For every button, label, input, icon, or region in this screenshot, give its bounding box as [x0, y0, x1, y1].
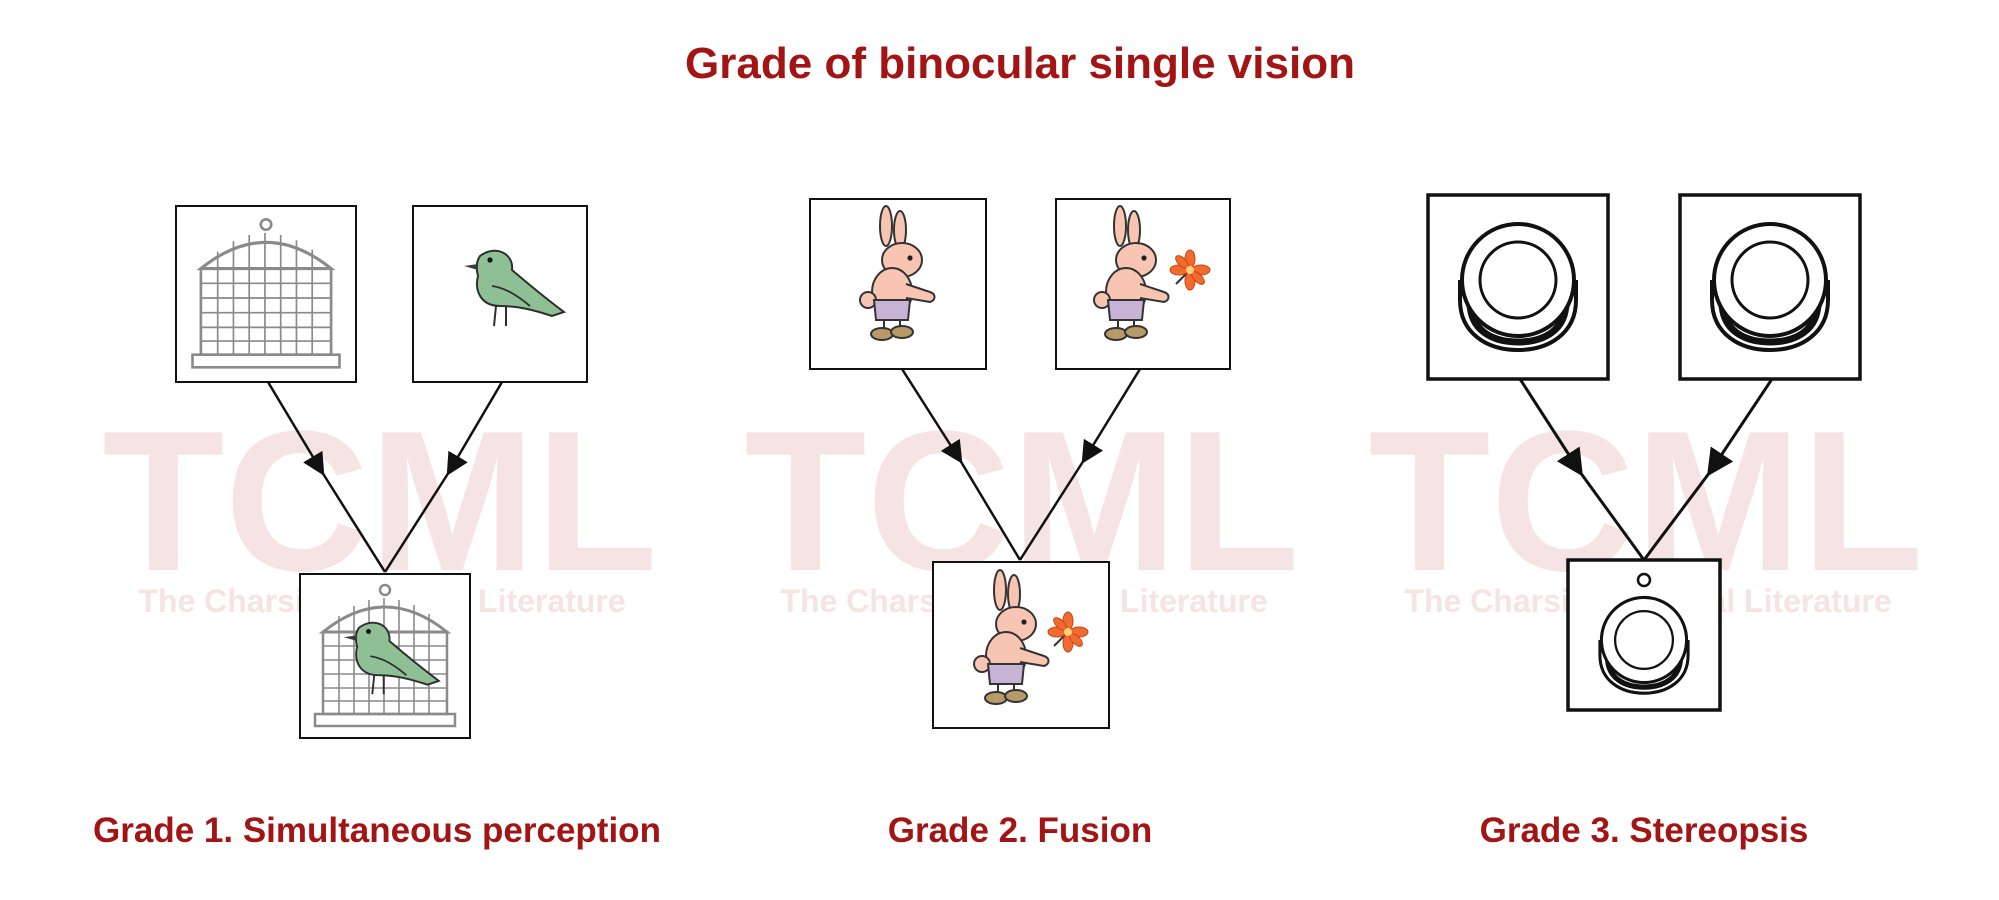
- bucket-ring-icon: [1460, 224, 1576, 350]
- panel-grade-1: Grade 1. Simultaneous perception: [93, 205, 661, 850]
- arrow-right-to-result: [1081, 368, 1142, 464]
- grade-label: Grade 2. Fusion: [888, 811, 1153, 850]
- arrow-right-to-result: [1707, 378, 1774, 477]
- grade-label: Grade 1. Simultaneous perception: [93, 811, 661, 850]
- grade-label: Grade 3. Stereopsis: [1480, 811, 1809, 850]
- arrow-left-to-result: [266, 381, 325, 476]
- page-title: Grade of binocular single vision: [685, 39, 1355, 88]
- bucket-with-handle-icon: [1600, 597, 1688, 693]
- left-eye-image-box: [175, 205, 357, 383]
- bucket-handle-loop: [1636, 572, 1652, 588]
- arrow-right-to-result: [446, 381, 504, 476]
- arrow-left-to-result: [1518, 378, 1583, 477]
- arrow-left-to-result: [900, 368, 963, 464]
- panel-grade-2: Grade 2. Fusion: [809, 198, 1231, 850]
- panel-grade-3: Grade 3. Stereopsis: [1426, 193, 1862, 850]
- bucket-ring-icon: [1712, 224, 1828, 350]
